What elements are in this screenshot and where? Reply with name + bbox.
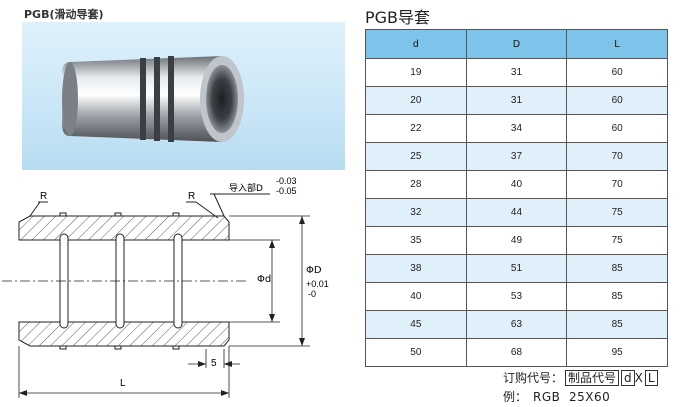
cell-d: 38 bbox=[365, 254, 467, 283]
table-row: 45 63 85 bbox=[365, 310, 668, 339]
outer-tolerance-upper: +0.01 bbox=[306, 279, 329, 289]
table-row: 22 34 60 bbox=[365, 114, 668, 143]
cell-d: 45 bbox=[365, 310, 467, 339]
order-code-d: d bbox=[621, 370, 635, 386]
cell-L: 95 bbox=[566, 338, 668, 367]
table-row: 35 49 75 bbox=[365, 226, 668, 255]
cell-D: 63 bbox=[465, 310, 568, 339]
cell-D: 68 bbox=[465, 338, 568, 367]
table-row: 28 40 70 bbox=[365, 170, 668, 199]
cell-D: 51 bbox=[465, 254, 568, 283]
cell-D: 44 bbox=[465, 198, 568, 227]
entry-label: 导入部D bbox=[229, 182, 263, 194]
cell-L: 60 bbox=[566, 58, 668, 87]
cell-D: 37 bbox=[465, 142, 568, 171]
table-row: 20 31 60 bbox=[365, 86, 668, 115]
cell-L: 70 bbox=[566, 170, 668, 199]
table-row: 19 31 60 bbox=[365, 58, 668, 87]
cell-D: 31 bbox=[465, 86, 568, 115]
cell-L: 85 bbox=[566, 254, 668, 283]
bushing-photo-image bbox=[62, 56, 244, 142]
order-code-product: 制品代号 bbox=[565, 370, 620, 386]
order-code-separator: X bbox=[634, 371, 643, 385]
outer-diameter-label: ΦD bbox=[306, 265, 322, 276]
cell-D: 49 bbox=[465, 226, 568, 255]
cell-D: 31 bbox=[465, 58, 568, 87]
outer-tolerance-lower: -0 bbox=[308, 289, 316, 299]
cell-L: 85 bbox=[566, 310, 668, 339]
technical-drawing: R R 导入部D -0.03 -0.05 Φd ΦD +0.01 -0 5 L bbox=[2, 176, 329, 398]
product-photo bbox=[22, 22, 345, 170]
cell-d: 19 bbox=[365, 58, 467, 87]
cell-d: 25 bbox=[365, 142, 467, 171]
cell-d: 32 bbox=[365, 198, 467, 227]
cell-d: 35 bbox=[365, 226, 467, 255]
cell-d: 22 bbox=[365, 114, 467, 143]
photo-caption: PGB(滑动导套) bbox=[24, 8, 104, 21]
cell-L: 60 bbox=[566, 114, 668, 143]
cell-L: 75 bbox=[566, 226, 668, 255]
tolerance-upper: -0.03 bbox=[276, 176, 297, 186]
cell-d: 50 bbox=[365, 338, 467, 367]
length-label: L bbox=[120, 378, 126, 389]
radius-label-left: R bbox=[40, 191, 47, 202]
inner-diameter-label: Φd bbox=[257, 274, 271, 285]
order-code-label: 订购代号： bbox=[503, 371, 564, 385]
table-row: 38 51 85 bbox=[365, 254, 668, 283]
example-value: RGB 25X60 bbox=[533, 390, 611, 404]
cell-d: 28 bbox=[365, 170, 467, 199]
order-code-l: L bbox=[644, 370, 658, 386]
cell-L: 60 bbox=[566, 86, 668, 115]
cell-L: 85 bbox=[566, 282, 668, 311]
table-row: 40 53 85 bbox=[365, 282, 668, 311]
example-label: 例： bbox=[503, 390, 528, 404]
cell-D: 53 bbox=[465, 282, 568, 311]
column-header-d: d bbox=[365, 29, 467, 59]
cell-L: 75 bbox=[566, 198, 668, 227]
cell-d: 40 bbox=[365, 282, 467, 311]
table-header-row: d D L bbox=[365, 29, 668, 59]
cell-D: 34 bbox=[465, 114, 568, 143]
cell-D: 40 bbox=[465, 170, 568, 199]
tolerance-lower: -0.05 bbox=[276, 186, 297, 196]
radius-label-right: R bbox=[188, 191, 195, 202]
cell-d: 20 bbox=[365, 86, 467, 115]
spec-table: d D L 19 31 60 20 31 60 22 34 60 25 37 7… bbox=[365, 29, 668, 367]
table-row: 32 44 75 bbox=[365, 198, 668, 227]
table-row: 50 68 95 bbox=[365, 338, 668, 367]
column-header-D: D bbox=[465, 29, 568, 59]
cell-L: 70 bbox=[566, 142, 668, 171]
column-header-L: L bbox=[566, 29, 668, 59]
table-title: PGB导套 bbox=[365, 8, 431, 27]
table-row: 25 37 70 bbox=[365, 142, 668, 171]
groove-dimension-label: 5 bbox=[211, 358, 217, 369]
order-example-line: 例： RGB 25X60 bbox=[503, 388, 610, 405]
